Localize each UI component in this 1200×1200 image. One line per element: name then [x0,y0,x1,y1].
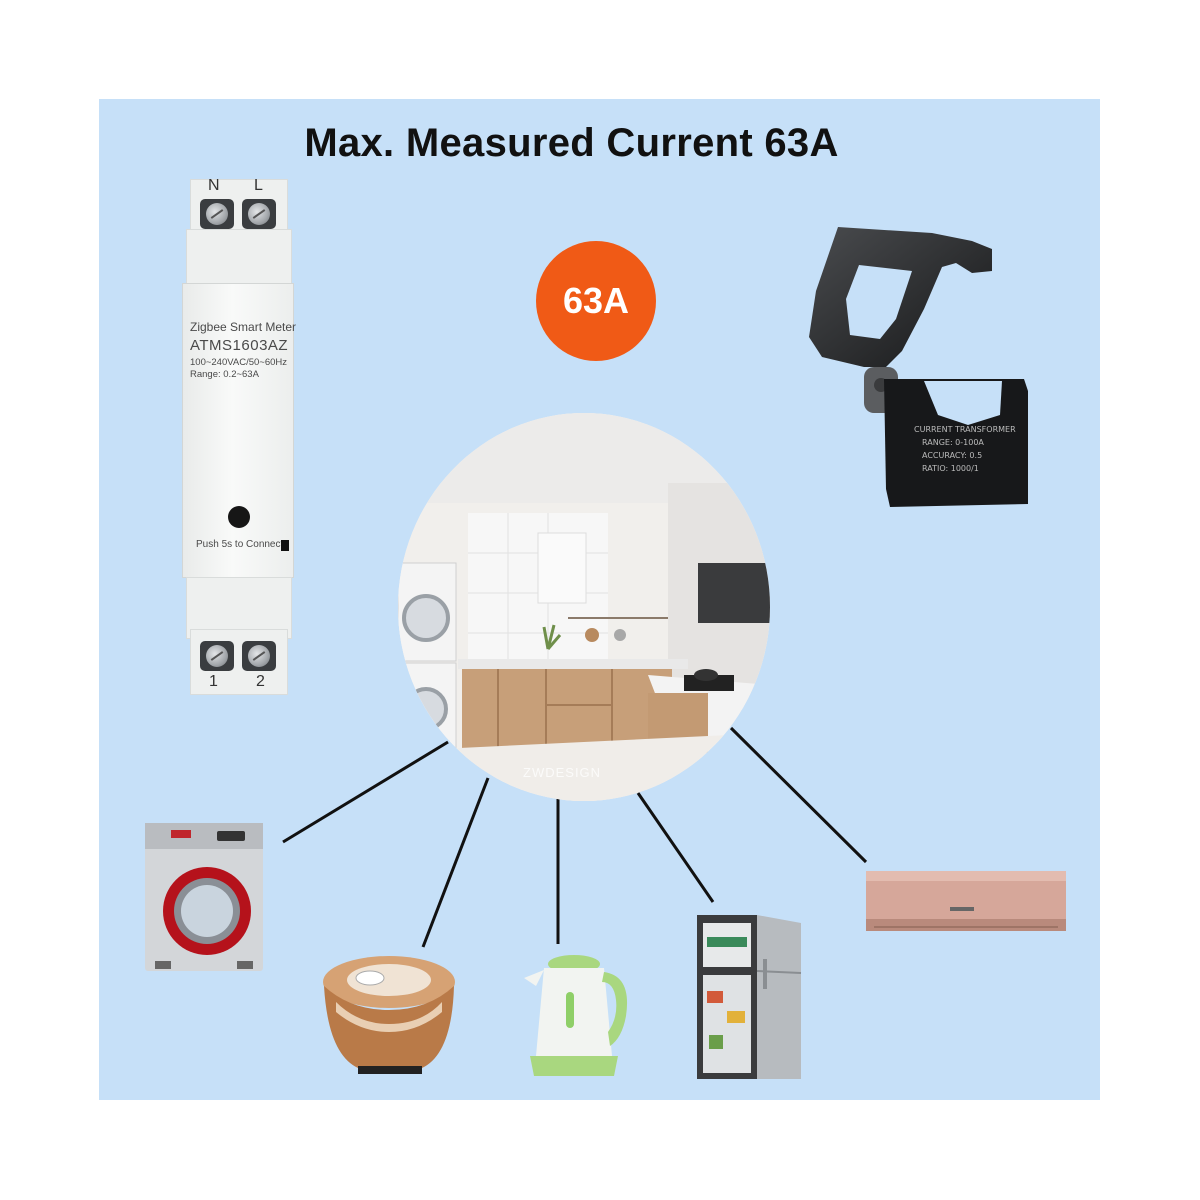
meter-range: Range: 0.2~63A [190,369,259,380]
pairing-button[interactable] [228,506,250,528]
line-to-rice-cooker [421,777,490,948]
line-to-aircon [729,726,868,864]
current-badge: 63A [536,241,656,361]
meter-voltage: 100~240VAC/50~60Hz [190,357,288,368]
kitchen-photo: ZWDESIGN [398,413,770,801]
kitchen-watermark: ZWDESIGN [523,765,602,780]
screw-terminal-1 [200,641,234,671]
current-transformer-clamp: CURRENT TRANSFORMER RANGE: 0-100A ACCURA… [809,227,1028,507]
connector-lines [282,726,868,948]
headline: Max. Measured Current 63A [304,121,839,165]
meter-title: Zigbee Smart Meter [190,320,297,334]
rice-cooker-icon [323,956,455,1074]
smart-meter: N L Zigbee Smart Meter ATMS1603AZ 100~24… [182,177,297,695]
electric-kettle-icon [524,955,628,1076]
kitchen-illustration [398,413,770,801]
status-led [281,540,289,551]
terminal-label-1: 1 [209,673,218,690]
screw-terminal-2 [242,641,276,671]
ct-label-3: ACCURACY: 0.5 [922,451,982,460]
pairing-hint: Push 5s to Connect [196,539,284,550]
screw-terminal-n [200,199,234,229]
line-to-washer [282,740,449,844]
screw-terminal-l [242,199,276,229]
meter-upper-step [186,229,292,291]
ct-label-1: CURRENT TRANSFORMER [914,425,1016,434]
meter-model: ATMS1603AZ [190,337,289,354]
refrigerator-icon [697,915,802,1079]
air-conditioner-icon [866,871,1066,931]
ct-label-4: RATIO: 1000/1 [922,464,979,473]
washing-machine-icon [145,823,263,971]
ct-label-2: RANGE: 0-100A [922,438,984,447]
meter-lower-step [186,577,292,639]
line-to-fridge [636,792,715,903]
terminal-label-2: 2 [256,673,265,690]
terminal-label-l: L [254,177,263,194]
terminal-label-n: N [208,177,220,194]
meter-front-panel [182,283,294,578]
product-panel: Max. Measured Current 63A 63A N L Zigbee… [99,99,1100,1100]
